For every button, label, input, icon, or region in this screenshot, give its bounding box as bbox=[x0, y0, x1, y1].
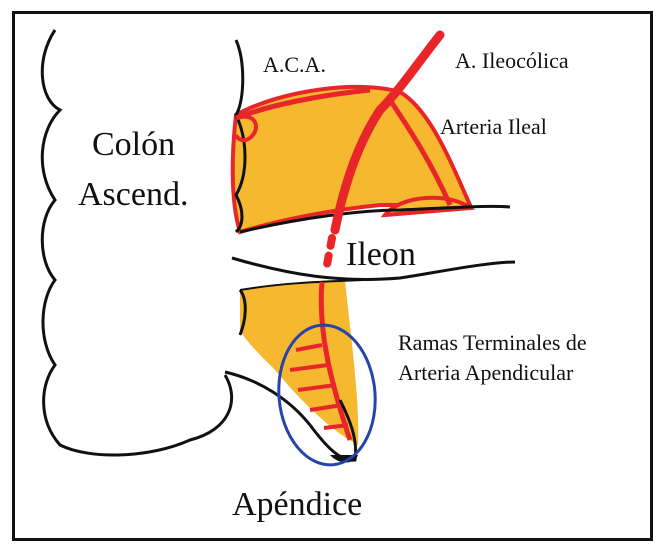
label-ileon: Ileon bbox=[346, 236, 416, 273]
label-colon-2: Ascend. bbox=[78, 176, 188, 213]
mesentery-lower bbox=[240, 280, 358, 445]
label-arteria-ileal: Arteria Ileal bbox=[440, 114, 547, 139]
label-ramas-2: Arteria Apendicular bbox=[398, 360, 574, 385]
label-ramas-1: Ramas Terminales de bbox=[398, 330, 587, 355]
artery-dashed bbox=[326, 238, 332, 270]
label-aca: A.C.A. bbox=[263, 52, 326, 77]
label-colon-1: Colón bbox=[92, 126, 175, 163]
label-apendice: Apéndice bbox=[232, 486, 362, 523]
label-ileocolica: A. Ileocólica bbox=[455, 48, 569, 73]
colon-outline bbox=[42, 30, 231, 455]
